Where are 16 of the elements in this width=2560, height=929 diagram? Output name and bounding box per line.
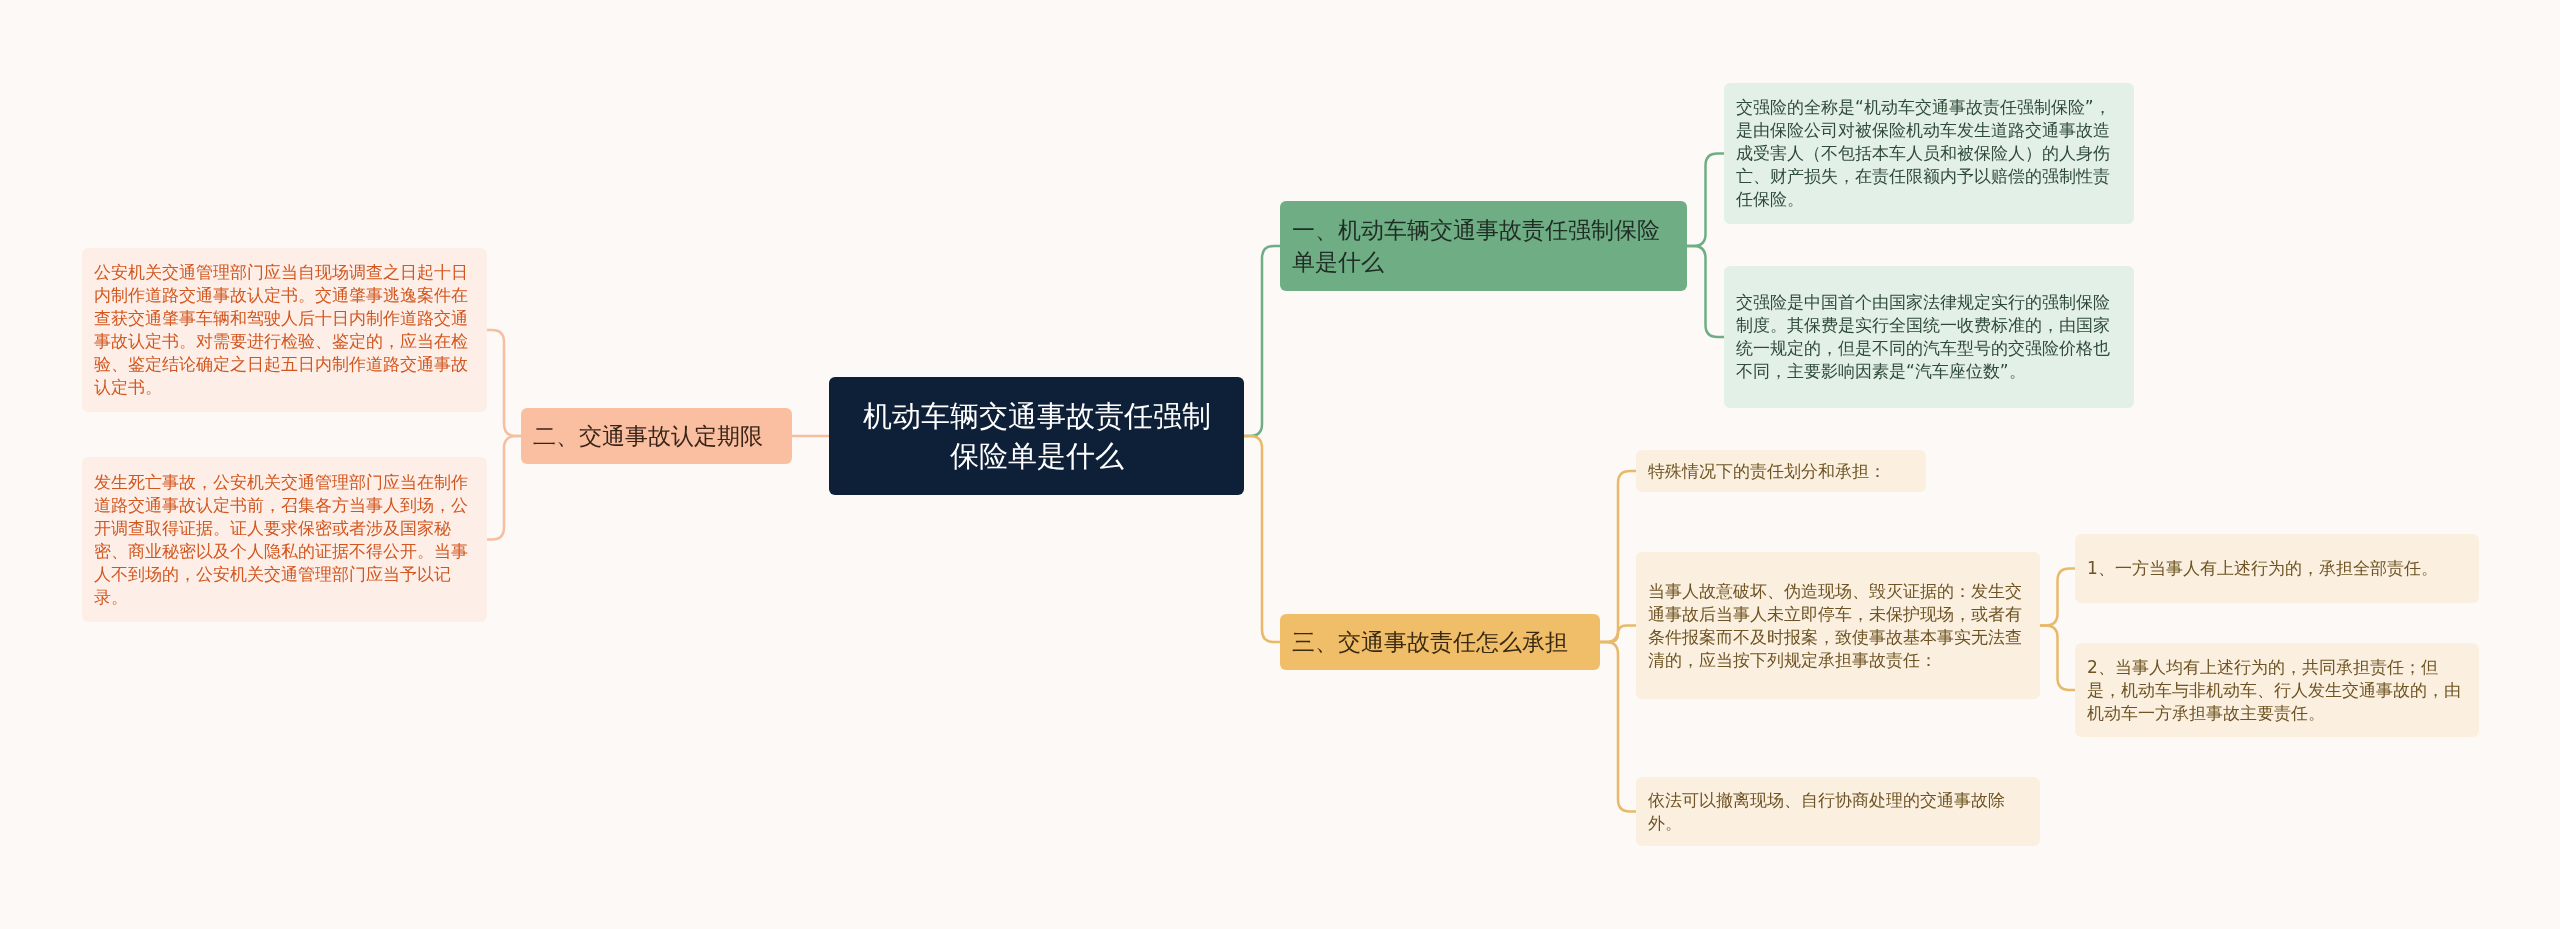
leaf-note: 公安机关交通管理部门应当自现场调查之日起十日内制作道路交通事故认定书。交通肇事逃逸案件在查获交通肇事车辆和驾驶人后十日内制作道路交通事故认定书。对需要进行检验、鉴定的，应当在检验、鉴定结论确定之日起五日内制作道路交通事故认定书。 bbox=[82, 248, 487, 412]
leaf-note: 交强险是中国首个由国家法律规定实行的强制保险制度。其保费是实行全国统一收费标准的，由国家统一规定的，但是不同的汽车型号的交强险价格也不同，主要影响因素是“汽车座位数”。 bbox=[1724, 266, 2134, 408]
leaf-note: 依法可以撤离现场、自行协商处理的交通事故除外。 bbox=[1636, 777, 2040, 846]
leaf-note: 2、当事人均有上述行为的，共同承担责任；但是，机动车与非机动车、行人发生交通事故的，由机动车一方承担事故主要责任。 bbox=[2075, 643, 2479, 737]
branch-topic: 三、交通事故责任怎么承担 bbox=[1280, 614, 1600, 670]
connector-line bbox=[1687, 244, 1724, 339]
leaf-note: 当事人故意破坏、伪造现场、毁灭证据的：发生交通事故后当事人未立即停车，未保护现场，或者有条件报案而不及时报案，致使事故基本事实无法查清的，应当按下列规定承担事故责任： bbox=[1636, 552, 2040, 699]
leaf-note: 发生死亡事故，公安机关交通管理部门应当在制作道路交通事故认定书前，召集各方当事人到场，公开调查取得证据。证人要求保密或者涉及国家秘密、商业秘密以及个人隐私的证据不得公开。当事人不到场的，公安机关交通管理部门应当予以记录。 bbox=[82, 457, 487, 622]
leaf-note: 1、一方当事人有上述行为的，承担全部责任。 bbox=[2075, 534, 2479, 603]
central-topic: 机动车辆交通事故责任强制保险单是什么 bbox=[829, 377, 1244, 495]
connector-line bbox=[792, 434, 829, 438]
branch-topic: 一、机动车辆交通事故责任强制保险单是什么 bbox=[1280, 201, 1687, 291]
leaf-note: 特殊情况下的责任划分和承担： bbox=[1636, 450, 1926, 492]
leaf-note: 交强险的全称是“机动车交通事故责任强制保险”，是由保险公司对被保险机动车发生道路交通事故造成受害人（不包括本车人员和被保险人）的人身伤亡、财产损失，在责任限额内予以赔偿的强制性责任保险。 bbox=[1724, 83, 2134, 224]
connector-line bbox=[2040, 624, 2075, 692]
branch-topic: 二、交通事故认定期限 bbox=[521, 408, 792, 464]
